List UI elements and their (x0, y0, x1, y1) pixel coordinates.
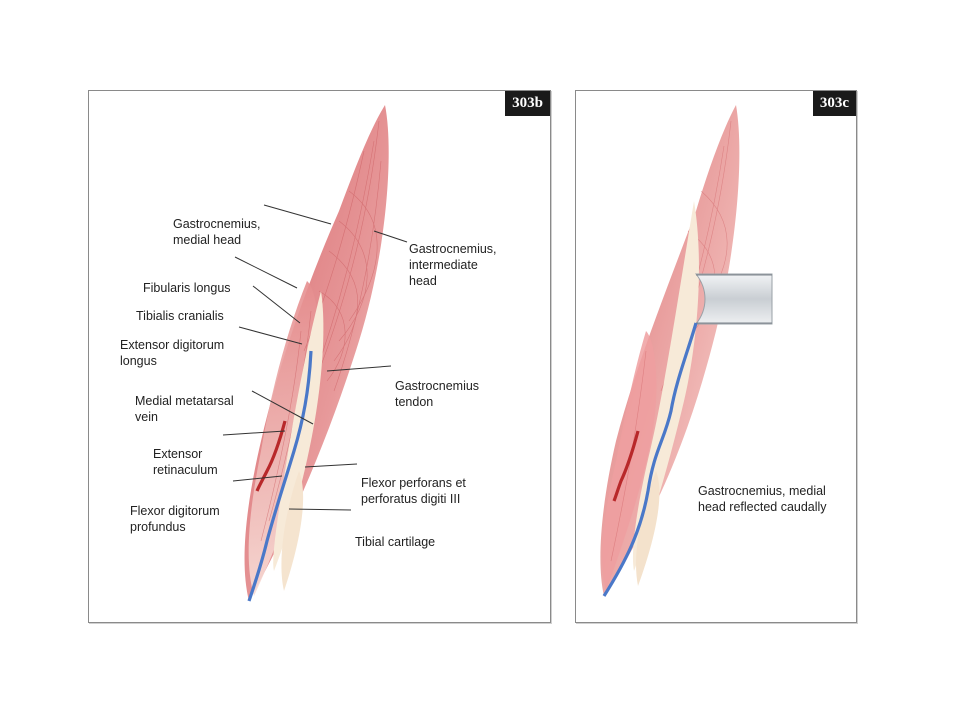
label-gastrocnemius-medial-head: Gastrocnemius,medial head (173, 217, 261, 247)
muscle-fibres (260, 120, 382, 542)
tibial-cartilage-shape (281, 471, 304, 591)
fibularis-muscle (248, 281, 320, 596)
leg-illustration-303b (222, 105, 408, 602)
panel-id-badge: 303b (505, 91, 550, 116)
medial-metatarsal-vein (602, 322, 698, 597)
retractor (694, 273, 773, 325)
label-tibial-cartilage: Tibial cartilage (355, 535, 436, 549)
medial-metatarsal-vein (247, 350, 313, 602)
artery (612, 430, 640, 502)
leg-illustration-303c (600, 105, 773, 597)
tibial-cartilage-shape (636, 471, 660, 586)
label-tibialis-cranialis: Tibialis cranialis (136, 309, 224, 323)
panel-id-badge: 303c (812, 91, 856, 116)
leader-lines (222, 204, 408, 511)
artery (255, 420, 287, 492)
label-fibularis-longus: Fibularis longus (143, 281, 231, 295)
panel-303b: Gastrocnemius,medial head Gastrocnemius,… (88, 90, 551, 623)
